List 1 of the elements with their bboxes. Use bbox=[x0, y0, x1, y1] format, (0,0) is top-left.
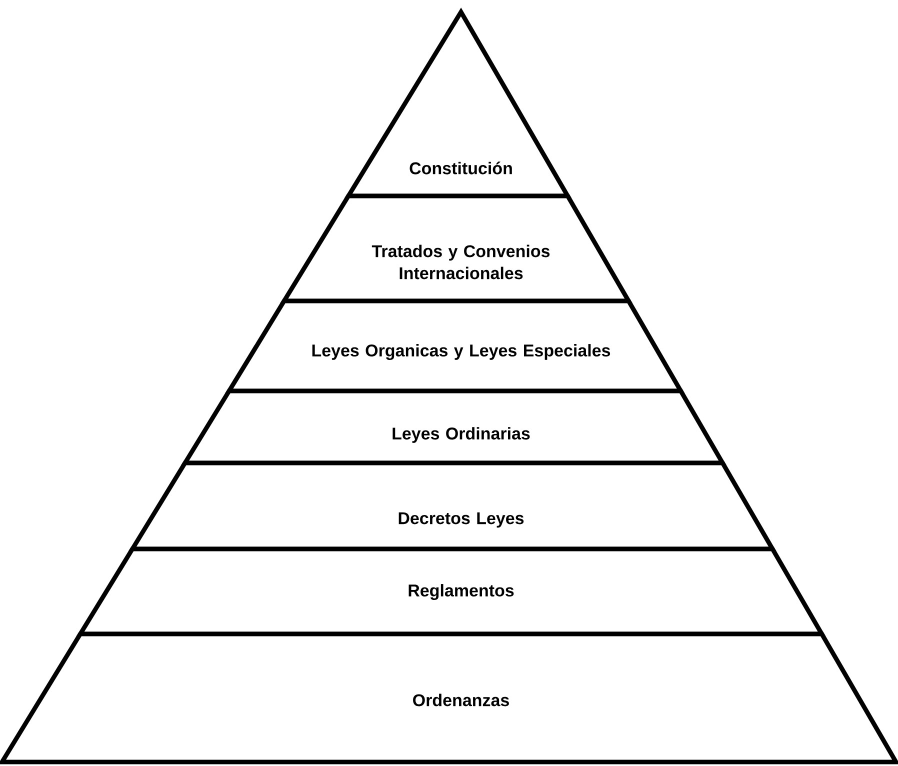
pyramid-tier: Ordenanzas bbox=[0, 632, 898, 764]
